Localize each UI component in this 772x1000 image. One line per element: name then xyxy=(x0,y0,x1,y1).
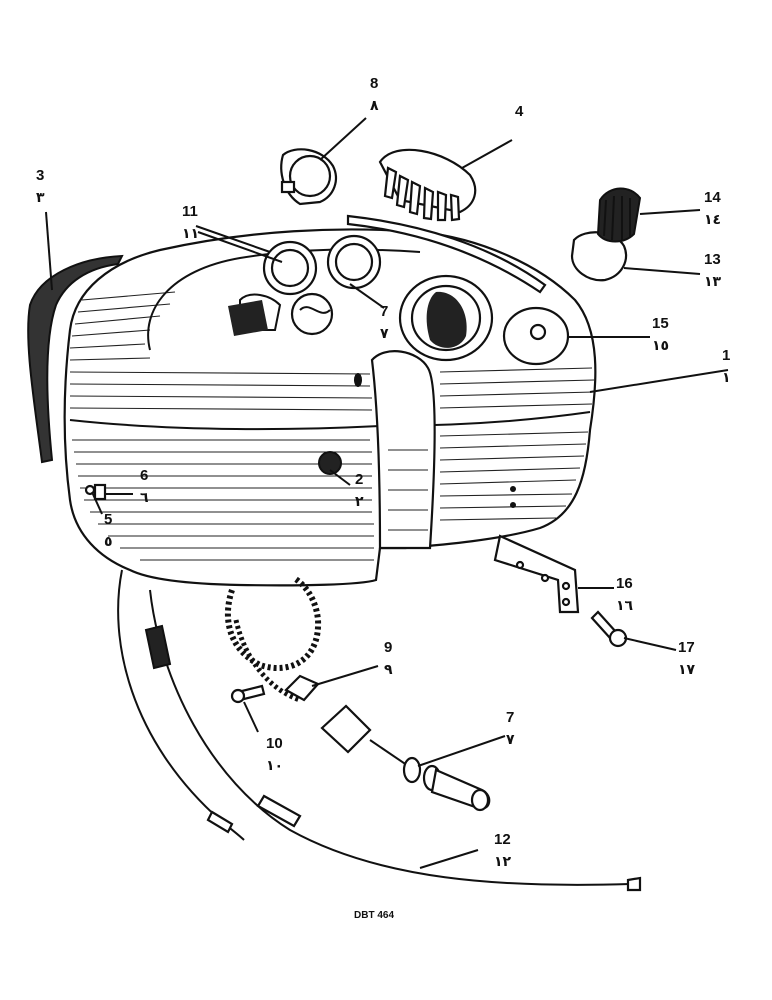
callout-6-num: 6 xyxy=(140,467,148,484)
choke-chain xyxy=(224,575,322,703)
callout-5-num: 5 xyxy=(104,511,112,528)
dashboard-housing xyxy=(63,228,597,587)
callout-13-ar: ١٣ xyxy=(704,274,722,290)
callout-15-num: 15 xyxy=(652,315,669,332)
switch-plug xyxy=(318,451,342,475)
callout-7b-ar: ٧ xyxy=(506,732,515,748)
oval-aperture xyxy=(398,274,494,362)
callout-6-ar: ٦ xyxy=(140,490,149,506)
callout-16-num: 16 xyxy=(616,575,633,592)
callout-3-ar: ٣ xyxy=(36,190,45,206)
mounting-bracket xyxy=(493,534,580,614)
callout-11-ar: ١١ xyxy=(182,226,199,242)
callout-4-num: 4 xyxy=(515,103,524,120)
callout-16-ar: ١٦ xyxy=(616,598,634,614)
callout-14-ar: ١٤ xyxy=(704,212,721,228)
callout-12-ar: ١٢ xyxy=(494,854,512,870)
callout-11-num: 11 xyxy=(182,203,198,220)
callout-1-ar: ١ xyxy=(722,370,731,386)
gauge-cluster xyxy=(228,234,382,336)
callout-12-num: 12 xyxy=(494,831,511,848)
callout-14-num: 14 xyxy=(704,189,721,206)
lamp-cover xyxy=(502,306,570,366)
warning-lamp xyxy=(570,187,642,282)
bolt xyxy=(230,684,266,704)
callout-5-ar: ٥ xyxy=(104,534,113,550)
housing-shading xyxy=(69,291,595,561)
side-rubber-strip xyxy=(27,254,124,464)
screw xyxy=(590,610,628,648)
callout-9-ar: ٩ xyxy=(384,662,393,678)
callout-10-ar: ١٠ xyxy=(266,758,283,774)
callout-7a-num: 7 xyxy=(380,303,388,320)
top-trim-strip xyxy=(346,214,547,294)
callout-10-num: 10 xyxy=(266,735,283,752)
callout-9-num: 9 xyxy=(384,639,392,656)
choke-control xyxy=(284,674,491,812)
callout-13-num: 13 xyxy=(704,251,721,268)
gauge-cap xyxy=(378,148,477,222)
callout-17-ar: ١٧ xyxy=(678,662,696,678)
callout-8-ar: ٨ xyxy=(370,98,379,114)
leader-lines xyxy=(45,117,729,869)
callout-2-num: 2 xyxy=(355,471,363,488)
callout-15-ar: ١٥ xyxy=(652,338,669,354)
callout-17-num: 17 xyxy=(678,639,695,656)
callout-1-num: 1 xyxy=(722,347,730,364)
callout-2-ar: ٢ xyxy=(355,494,364,510)
callout-7b-num: 7 xyxy=(506,709,514,726)
cables xyxy=(117,569,642,892)
callout-3-num: 3 xyxy=(36,167,44,184)
drawing-code: DBT 464 xyxy=(354,910,394,921)
callout-7a-ar: ٧ xyxy=(380,326,389,342)
callout-labels: 1 ١ 2 ٢ 3 ٣ 4 5 ٥ 6 ٦ 7 ٧ 7 ٧ 8 ٨ 9 ٩ 10… xyxy=(36,75,731,870)
callout-8-num: 8 xyxy=(370,75,378,92)
warning-lens xyxy=(280,148,337,206)
